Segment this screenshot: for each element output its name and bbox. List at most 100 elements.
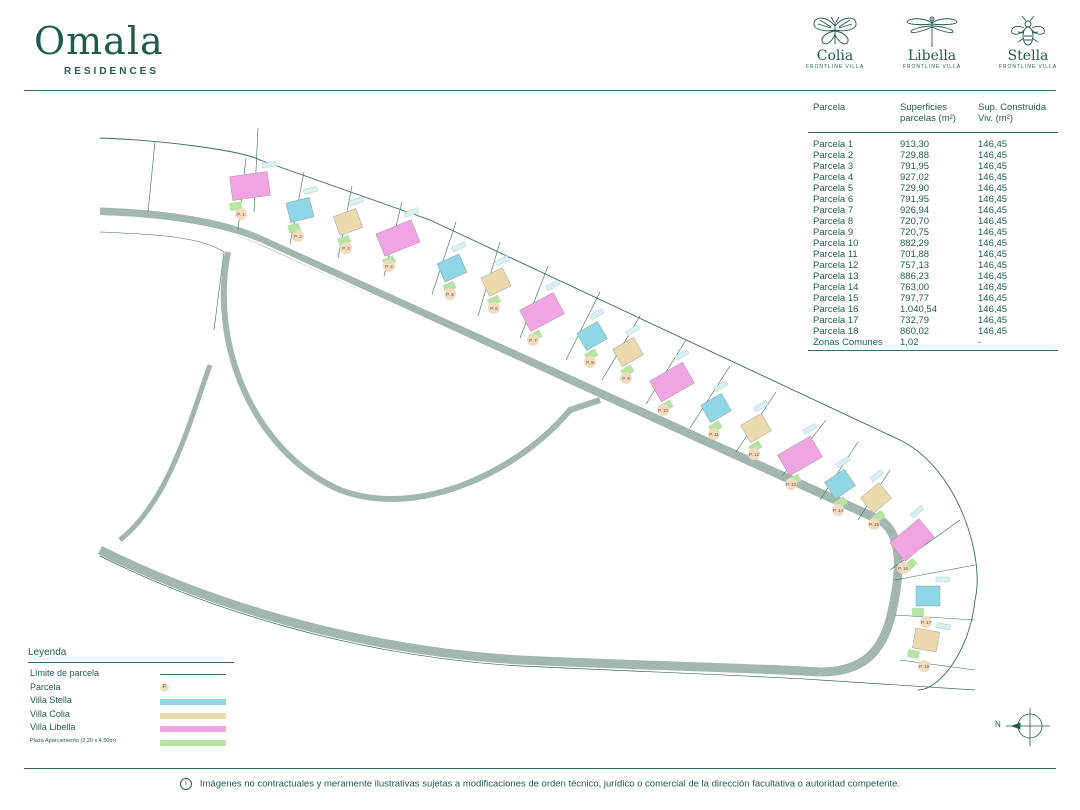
site-plan-map: P. 1P. 2P. 3P. 4P. 5P. 6P. 7P. 8P. 9P. 1… (97, 127, 978, 691)
pool (451, 241, 467, 253)
site-boundary (99, 137, 978, 691)
villa-logo-stella: Stella FRONTLINE VILLA (993, 14, 1063, 80)
pool (545, 279, 561, 292)
header-superficies: Superficies parcelas (m²) (900, 102, 956, 124)
villa-footprint (576, 321, 608, 351)
villa-footprint (519, 292, 565, 332)
parcel-label: P. 9 (622, 376, 630, 381)
disclaimer-text: Imágenes no contractuales y meramente il… (199, 778, 901, 790)
cell-construida: 146,45 (978, 249, 1008, 260)
legend-label: Parcela (30, 681, 61, 692)
parcel-17[interactable] (912, 576, 951, 616)
villa-footprint (740, 413, 772, 443)
cell-construida: 146,45 (978, 227, 1008, 238)
parcel-5[interactable] (430, 241, 481, 293)
parcel-marker: P. 4 (383, 260, 395, 272)
cell-superficie: 1.040,54 (900, 304, 937, 315)
pool (753, 400, 769, 413)
parcel-label: P. 7 (529, 338, 537, 343)
header-divider (24, 90, 1056, 91)
legend-label: Límite de parcela (30, 668, 100, 678)
colia-swatch (160, 712, 226, 719)
parcel-label: P. 8 (586, 360, 594, 365)
parcel-1[interactable] (224, 160, 281, 211)
parcel-marker-dot (897, 562, 909, 574)
parcel-marker: P. 1 (235, 208, 247, 220)
stella-swatch (160, 699, 226, 705)
pool (935, 576, 951, 583)
firefly-icon (1011, 15, 1045, 46)
parcel-6[interactable] (473, 255, 524, 307)
pool (302, 185, 319, 195)
parcel-marker: P. 7 (527, 334, 539, 346)
legend-item-stella: Villa Stella (28, 694, 234, 708)
pool (936, 622, 952, 631)
cell-parcela: Parcela 7 (813, 205, 854, 216)
cell-superficie: 926,94 (900, 205, 930, 216)
parcel-marker-dot (383, 260, 395, 272)
cell-construida: 146,45 (978, 194, 1008, 205)
cell-parcela: Parcela 11 (813, 249, 858, 260)
parcel-10[interactable] (642, 349, 709, 413)
parcel-9[interactable] (605, 324, 657, 378)
parcel-18[interactable] (906, 619, 952, 664)
villa-logo-libella: Libella FRONTLINE VILLA (897, 14, 967, 80)
parcel-marker-dot (488, 302, 500, 314)
cell-parcela: Parcela 6 (813, 194, 854, 205)
villa-footprint (889, 518, 935, 562)
cell-parcela: Parcela 13 (813, 271, 859, 282)
cell-construida: 146,45 (978, 293, 1008, 304)
lower-road-hatch (98, 546, 821, 676)
cell-parcela: Parcela 14 (813, 282, 859, 293)
cell-construida: 146,45 (978, 282, 1008, 293)
villa-footprint (375, 219, 421, 257)
parcel-4[interactable] (369, 207, 433, 268)
cell-superficie: 729,90 (900, 183, 930, 194)
villa-footprint (915, 585, 941, 607)
legend-label: Villa Libella (30, 722, 76, 732)
parcel-marker: P. 18 (918, 660, 930, 672)
cell-construida: 146,45 (978, 238, 1008, 249)
brand-subtitle: RESIDENCES (64, 66, 160, 77)
pool (674, 349, 690, 361)
parcel-8[interactable] (569, 308, 621, 362)
parcel-marker-dot (235, 208, 247, 220)
cell-parcela: Parcela 10 (813, 238, 859, 249)
parcel-label: P. 13 (786, 482, 796, 487)
parcel-marker-swatch: P. (160, 682, 169, 692)
villa-footprint (480, 267, 512, 297)
cell-superficie: 913,30 (900, 139, 930, 150)
cell-superficie: 720,75 (900, 227, 930, 238)
parcel-11[interactable] (693, 380, 745, 434)
villa-footprint (649, 361, 695, 403)
villa-footprint (285, 197, 315, 223)
table-row: Parcela 15 797,77 146,45 (808, 293, 1058, 304)
cell-superficie: 757,13 (900, 260, 930, 271)
pool (589, 308, 605, 321)
parcel-marker-dot (292, 230, 304, 242)
parking-swatch (160, 739, 226, 746)
inner-path-hatch (221, 251, 601, 502)
pool (261, 160, 277, 169)
parcel-2[interactable] (280, 185, 326, 234)
cell-superficie: 797,77 (900, 293, 930, 304)
parcel-label: P. 4 (385, 264, 393, 269)
villa-footprint (912, 627, 940, 653)
parcel-label: P. 3 (342, 246, 350, 251)
parcel-3[interactable] (326, 196, 375, 247)
villa-footprint (612, 337, 644, 367)
parcel-marker-dot (920, 616, 932, 628)
parcel-label: P. 15 (869, 522, 879, 527)
cell-parcela: Parcela 15 (813, 293, 859, 304)
cell-construida: 146,45 (978, 183, 1008, 194)
parcel-marker: P. 16 (897, 562, 909, 574)
